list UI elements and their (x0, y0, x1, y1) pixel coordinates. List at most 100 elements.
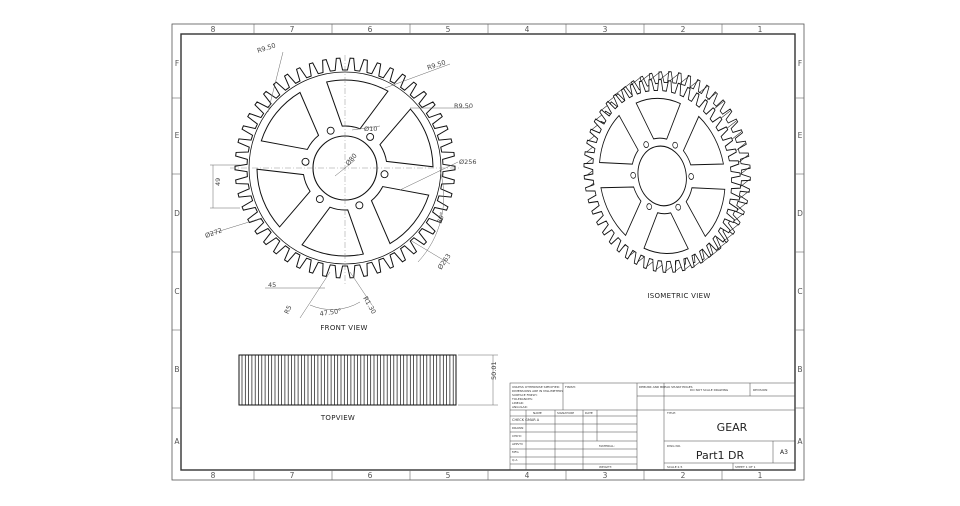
zone-row-label: B (174, 365, 179, 374)
iso-spoke-cutout (643, 212, 689, 254)
zone-col-label: 5 (446, 471, 451, 480)
dimension-lines (209, 51, 470, 319)
tb-no-scale: DO NOT SCALE DRAWING (690, 388, 729, 392)
gear-teeth-outline (234, 57, 456, 279)
tooth-face-line (723, 232, 734, 242)
zone-col-label: 2 (681, 471, 686, 480)
iso-bolt-hole (675, 203, 681, 211)
spoke-cutout (325, 79, 389, 130)
bolt-hole (366, 132, 375, 141)
tooth-face-line (739, 166, 751, 175)
iso-spoke-cutout (599, 114, 639, 165)
tb-weight: WEIGHT: (599, 465, 612, 469)
tooth-face-line (713, 100, 725, 110)
dim-r950-a: R9.50 (256, 41, 277, 54)
tb-scale: SCALE:1:5 (667, 465, 683, 469)
tb-title-label: TITLE: (666, 411, 676, 415)
iso-bolt-hole (630, 171, 636, 179)
tooth-face-line (640, 73, 651, 82)
zone-col-label: 4 (525, 471, 530, 480)
tooth-face-line (733, 213, 745, 222)
iso-bore (637, 145, 687, 207)
bolt-hole (355, 201, 364, 210)
zone-labels-left: F E D C B A (174, 59, 180, 446)
dim-outer-diameter: Ø256 (459, 158, 477, 166)
tb-dwg-label: DWG NO. (667, 444, 681, 448)
dim-angle-30: 30° (435, 211, 446, 225)
tooth-face-line (706, 92, 717, 101)
spoke-cutout (379, 108, 434, 168)
zone-row-label: C (174, 287, 179, 296)
dim-r950-c: R9.50 (454, 102, 473, 110)
dim-root-diameter: Ø263 (436, 252, 453, 271)
tooth-face-line (631, 76, 642, 85)
spoke-cutout (256, 168, 311, 228)
bolt-hole (301, 157, 310, 166)
tb-note-line: UNLESS OTHERWISE SPECIFIED: (512, 385, 560, 389)
isometric-view: ISOMETRIC VIEW (583, 71, 751, 300)
top-view-tooth-lines (241, 355, 454, 405)
zone-row-label: F (798, 59, 802, 68)
tb-row-label: DRAWN (512, 426, 523, 430)
front-view: R9.50 R9.50 R9.50 Ø10 Ø80 Ø256 49 Ø272 Ø… (204, 41, 477, 332)
tb-sheet: SHEET 1 OF 1 (735, 465, 756, 469)
zone-col-label: 2 (681, 25, 686, 34)
tooth-face-line (688, 79, 700, 89)
zone-col-label: 5 (446, 25, 451, 34)
tb-row-label: Q.A (512, 458, 518, 462)
iso-spoke-cutout (600, 186, 642, 237)
zone-col-label: 7 (290, 471, 295, 480)
tb-note-line: ANGULAR: (512, 405, 528, 409)
tooth-face-line (679, 75, 690, 84)
tooth-face-line (738, 154, 749, 163)
tb-col-header: DATE (585, 411, 593, 415)
iso-spoke-cutout (685, 187, 726, 238)
tooth-face-line (731, 130, 743, 140)
tb-size-value: A3 (780, 449, 788, 456)
zone-row-label: C (797, 287, 802, 296)
tb-note-line: DIMENSIONS ARE IN MILLIMETERS (512, 389, 563, 393)
zone-col-label: 3 (603, 25, 608, 34)
tooth-face-line (669, 72, 680, 82)
tb-deburr: DEBURR AND BREAK SHARP EDGES (639, 385, 693, 389)
spoke-cutouts (256, 79, 434, 257)
iso-bolt-hole (688, 173, 694, 180)
tb-note-line: LINEAR: (512, 401, 524, 405)
tooth-face-line (720, 109, 732, 119)
zone-row-label: A (174, 437, 180, 446)
tooth-face-line (650, 71, 661, 80)
top-view-label: TOPVIEW (320, 414, 355, 422)
dim-r950-b: R9.50 (426, 58, 447, 71)
dim-bore-diameter: Ø80 (344, 152, 359, 167)
zone-col-label: 8 (211, 471, 216, 480)
tooth-face-line (740, 178, 751, 187)
zone-col-label: 7 (290, 25, 295, 34)
dim-length-45: 45 (268, 281, 276, 289)
bolt-hole (315, 195, 324, 204)
dim-height-49: 49 (214, 178, 222, 186)
tooth-face-line (726, 120, 738, 129)
iso-spoke-cutout (682, 115, 724, 166)
iso-bolt-hole (646, 203, 652, 211)
iso-bolt-holes (630, 141, 694, 211)
zone-ticks (172, 24, 804, 480)
isometric-view-label: ISOMETRIC VIEW (647, 292, 710, 300)
title-block-frame (509, 382, 796, 471)
tooth-face-line (729, 223, 740, 232)
iso-spoke-cutouts (599, 97, 726, 254)
zone-labels-bottom: 8 7 6 5 4 3 2 1 (211, 471, 763, 480)
tb-name-value: CHECK GMAR A (512, 418, 540, 422)
zone-row-label: F (175, 59, 179, 68)
bolt-hole (380, 170, 389, 179)
tb-col-header: NAME (533, 411, 542, 415)
zone-col-label: 1 (758, 25, 763, 34)
dim-radius-130: R1.30 (361, 295, 377, 315)
zone-col-label: 1 (758, 471, 763, 480)
zone-row-label: A (797, 437, 803, 446)
zone-col-label: 4 (525, 25, 530, 34)
tb-note-line: TOLERANCES: (511, 397, 533, 401)
tb-row-label: APPV'D (512, 442, 524, 446)
tb-row-label: CHK'D (512, 434, 522, 438)
dim-width-5001: 50.01 (490, 361, 498, 380)
